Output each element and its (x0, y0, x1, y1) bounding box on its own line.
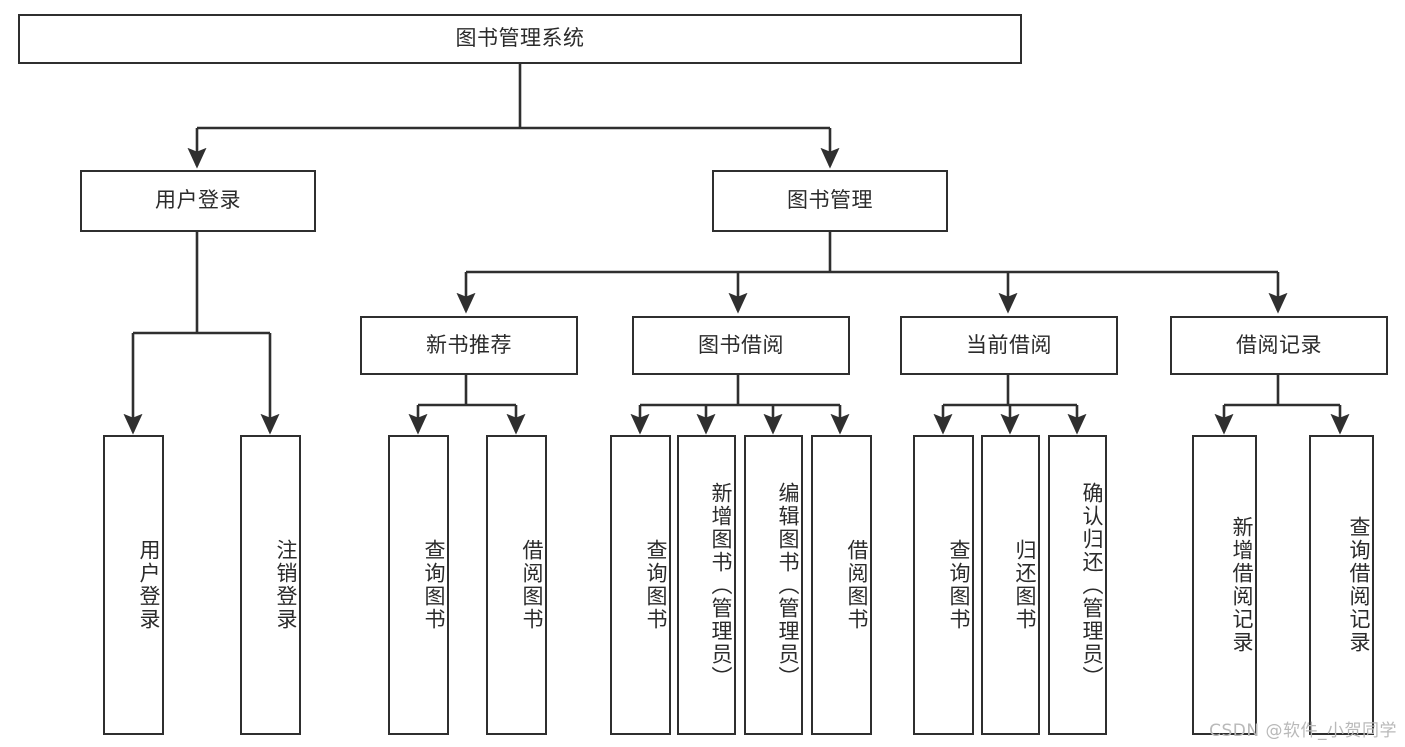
node-root-system[interactable]: 图书管理系统 (18, 14, 1022, 64)
node-leaf-return-book-label: 归还图书 (1013, 539, 1037, 631)
node-user-login-label: 用户登录 (155, 188, 241, 213)
node-leaf-confirm-return[interactable]: 确认归还（管理员） (1048, 435, 1107, 735)
node-book-borrow[interactable]: 图书借阅 (632, 316, 850, 375)
node-leaf-edit-book[interactable]: 编辑图书（管理员） (744, 435, 803, 735)
node-new-book-recommend-label: 新书推荐 (426, 332, 512, 357)
node-leaf-return-book[interactable]: 归还图书 (981, 435, 1040, 735)
node-leaf-add-book[interactable]: 新增图书（管理员） (677, 435, 736, 735)
node-leaf-query-record-label: 查询借阅记录 (1347, 516, 1371, 654)
node-current-borrow[interactable]: 当前借阅 (900, 316, 1118, 375)
node-leaf-borrow-book-2[interactable]: 借阅图书 (811, 435, 872, 735)
node-leaf-query-book-2[interactable]: 查询图书 (610, 435, 671, 735)
node-leaf-borrow-book-1-label: 借阅图书 (520, 539, 544, 631)
node-leaf-edit-book-label: 编辑图书（管理员） (776, 481, 800, 689)
node-leaf-user-login[interactable]: 用户登录 (103, 435, 164, 735)
node-leaf-add-book-label: 新增图书（管理员） (709, 481, 733, 689)
node-leaf-add-record[interactable]: 新增借阅记录 (1192, 435, 1257, 735)
node-leaf-query-record[interactable]: 查询借阅记录 (1309, 435, 1374, 735)
node-leaf-query-book-1[interactable]: 查询图书 (388, 435, 449, 735)
node-current-borrow-label: 当前借阅 (966, 332, 1052, 357)
node-leaf-confirm-return-label: 确认归还（管理员） (1080, 481, 1104, 689)
node-root-system-label: 图书管理系统 (455, 26, 585, 51)
node-book-manage-label: 图书管理 (787, 188, 873, 213)
node-new-book-recommend[interactable]: 新书推荐 (360, 316, 578, 375)
node-leaf-logout-login-label: 注销登录 (274, 539, 298, 631)
csdn-watermark: CSDN @软件_小贺同学 (1209, 721, 1397, 741)
node-book-borrow-label: 图书借阅 (698, 332, 784, 357)
node-user-login[interactable]: 用户登录 (80, 170, 316, 232)
node-leaf-user-login-label: 用户登录 (137, 539, 161, 631)
node-leaf-add-record-label: 新增借阅记录 (1230, 516, 1254, 654)
node-leaf-query-book-3-label: 查询图书 (947, 539, 971, 631)
node-borrow-record-label: 借阅记录 (1236, 332, 1322, 357)
node-leaf-logout-login[interactable]: 注销登录 (240, 435, 301, 735)
node-book-manage[interactable]: 图书管理 (712, 170, 948, 232)
node-leaf-query-book-1-label: 查询图书 (422, 539, 446, 631)
node-borrow-record[interactable]: 借阅记录 (1170, 316, 1388, 375)
node-leaf-borrow-book-2-label: 借阅图书 (845, 539, 869, 631)
node-leaf-query-book-3[interactable]: 查询图书 (913, 435, 974, 735)
node-leaf-borrow-book-1[interactable]: 借阅图书 (486, 435, 547, 735)
node-leaf-query-book-2-label: 查询图书 (644, 539, 668, 631)
